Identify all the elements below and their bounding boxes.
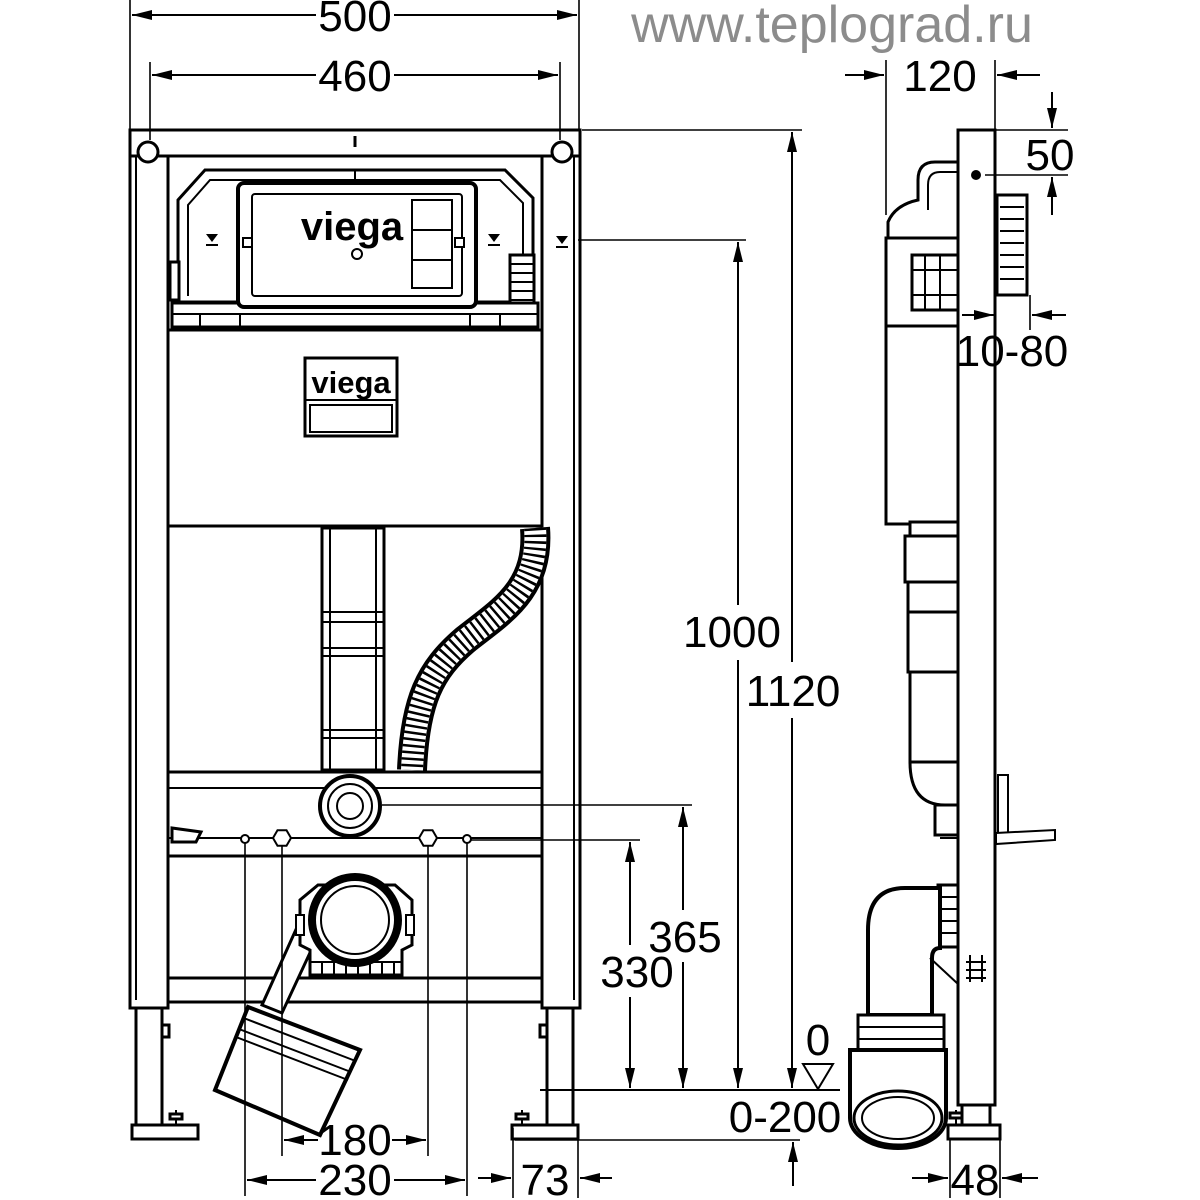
dimension-1120-label: 1120 — [746, 667, 841, 716]
dimension-1000-label: 1000 — [683, 608, 781, 657]
adjustment-scale-mark — [966, 955, 986, 982]
side-foot-plate — [946, 1123, 1002, 1141]
plate-logo: viega — [311, 365, 391, 400]
side-cistern — [884, 160, 960, 526]
left-foot-bolt — [168, 1110, 184, 1125]
dimension-180-label: 180 — [318, 1116, 391, 1165]
floor-level-triangle — [801, 1063, 835, 1091]
dimension-365-label: 365 — [648, 913, 721, 962]
wall-spacer — [995, 193, 1029, 297]
dimension-73: 73 — [478, 1128, 612, 1200]
floor-level-label: 0 — [806, 1016, 830, 1065]
bottom-crossbar — [166, 976, 544, 1004]
water-inlet-port — [318, 774, 382, 838]
dimension-500: 500 — [129, 0, 580, 130]
level-marker-right — [488, 234, 500, 246]
dimension-365: 365 — [382, 804, 722, 1088]
watermark-text: www.teplograd.ru — [630, 0, 1033, 54]
dimension-1000: 1000 — [578, 239, 781, 1088]
left-fixing-nut — [271, 829, 293, 847]
dimension-50-label: 50 — [1026, 131, 1075, 180]
right-foot-bolt — [514, 1110, 530, 1125]
side-dimensions: 120 50 10-80 48 — [845, 52, 1074, 1200]
crossbar-left-bracket — [170, 826, 204, 844]
cistern: viega — [168, 168, 568, 329]
level-marker-left — [206, 234, 218, 246]
dimension-0-200: 0-200 — [515, 1093, 841, 1186]
front-dimensions: 500 460 1120 1000 — [129, 0, 841, 1200]
dimension-50: 50 — [985, 92, 1074, 215]
dimension-10-80-label: 10-80 — [956, 327, 1069, 376]
dimension-460-label: 460 — [318, 52, 391, 101]
actuation-opening: viega — [236, 181, 478, 309]
dimension-230-label: 230 — [318, 1156, 391, 1200]
dimension-230: 230 — [247, 1156, 465, 1200]
dimension-330-label: 330 — [600, 948, 673, 997]
dimension-120-label: 120 — [903, 52, 976, 101]
level-marker-post — [556, 236, 568, 248]
dimension-73-label: 73 — [521, 1156, 570, 1200]
side-bracket — [940, 774, 1056, 846]
dimension-0-200-label: 0-200 — [729, 1093, 842, 1142]
flush-pipe — [320, 526, 386, 772]
side-foot-bolt — [948, 1110, 964, 1125]
right-leg — [545, 1003, 575, 1127]
left-leg — [134, 1003, 164, 1127]
waste-outlet — [259, 873, 415, 1015]
cistern-left-clip — [168, 260, 181, 302]
side-waste-elbow — [848, 883, 960, 1150]
left-leg-screw — [160, 1023, 171, 1039]
right-foot-plate — [510, 1123, 580, 1141]
left-top-hole — [136, 140, 160, 164]
cistern-logo: viega — [301, 205, 404, 249]
fixing-crossbar — [166, 770, 544, 858]
dimension-10-80: 10-80 — [956, 295, 1069, 376]
front-view: viega viega — [128, 128, 582, 1141]
angled-waste-sleeve — [212, 1004, 363, 1138]
right-fixing-nut — [417, 829, 439, 847]
side-view — [848, 128, 1056, 1150]
opening-left-square — [242, 237, 253, 248]
side-post-hole — [971, 170, 981, 180]
right-fixing-hole — [462, 834, 472, 844]
dimension-330: 330 — [470, 839, 674, 1088]
dimension-500-label: 500 — [318, 0, 391, 41]
opening-right-square — [454, 237, 465, 248]
flexible-hose — [397, 526, 551, 771]
left-foot-plate — [130, 1123, 200, 1141]
right-top-hole — [550, 140, 574, 164]
dimension-1120: 1120 — [582, 129, 841, 1088]
dimension-180: 180 — [284, 1116, 426, 1165]
cistern-logo-dot — [351, 248, 363, 260]
label-plate: viega — [303, 356, 399, 438]
dimension-48-label: 48 — [951, 1156, 1000, 1200]
dimension-120: 120 — [845, 52, 1040, 215]
dimension-460: 460 — [149, 52, 561, 140]
dimension-48: 48 — [912, 1140, 1038, 1200]
side-post — [956, 128, 997, 1107]
left-fixing-hole — [240, 834, 250, 844]
side-cistern-valve — [910, 253, 960, 312]
right-leg-screw — [538, 1023, 549, 1039]
floor-level-mark: 0 — [801, 1016, 835, 1091]
side-flush-pipe — [903, 520, 960, 837]
top-crossbar — [128, 128, 582, 158]
